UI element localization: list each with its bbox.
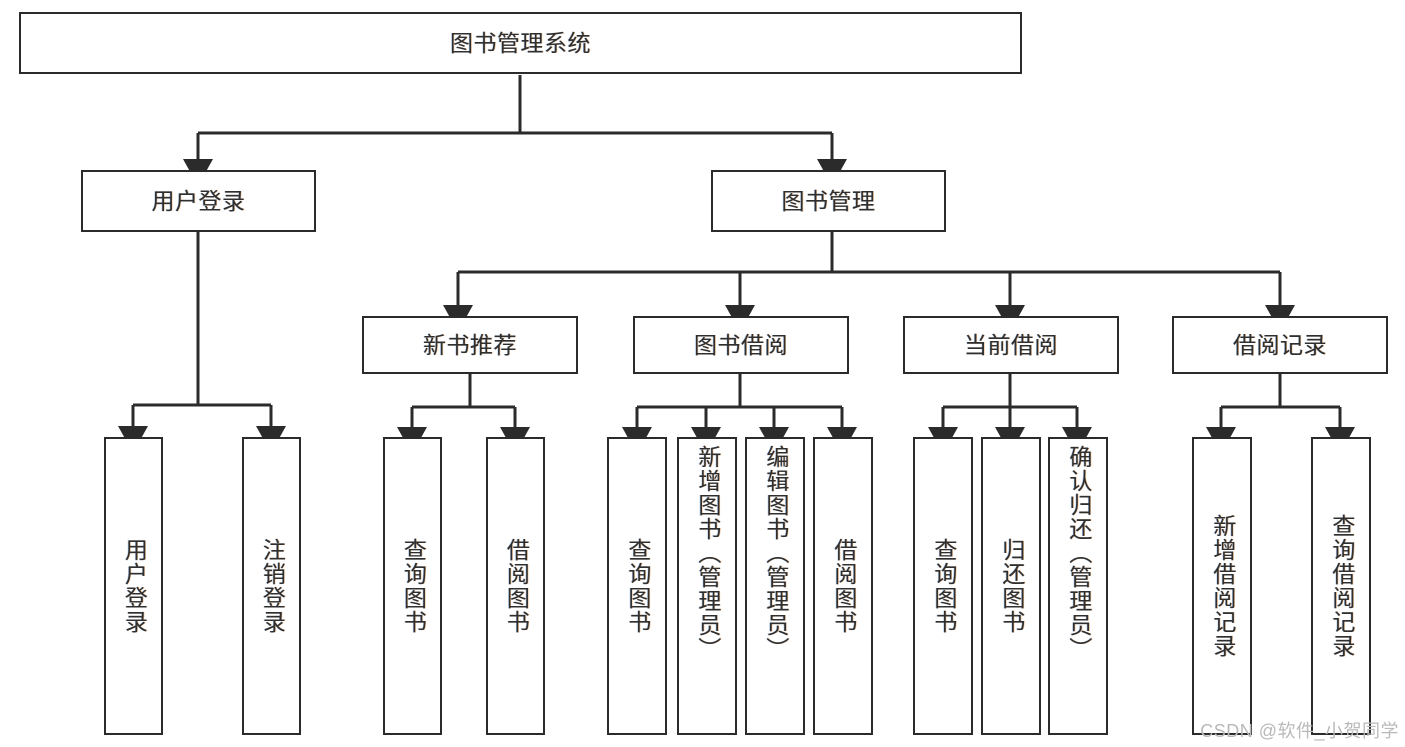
leaf-borrow-record-query-record[interactable]: 查询借阅记录 xyxy=(1311,437,1371,735)
node-current-borrow[interactable]: 当前借阅 xyxy=(903,316,1119,374)
node-label: 查询图书 xyxy=(624,538,651,634)
leaf-user-login-logout[interactable]: 注销登录 xyxy=(242,437,301,735)
leaf-current-borrow-confirm-return-admin[interactable]: 确认归还（管理员） xyxy=(1048,437,1108,735)
node-label: 借阅图书 xyxy=(830,538,857,634)
leaf-book-borrow-edit-book-admin[interactable]: 编辑图书（管理员） xyxy=(745,437,805,735)
node-label: 借阅记录 xyxy=(1233,331,1327,358)
node-label: 借阅图书 xyxy=(503,538,530,634)
node-label: 查询借阅记录 xyxy=(1328,514,1355,658)
node-book-borrow[interactable]: 图书借阅 xyxy=(633,316,849,374)
leaf-book-borrow-query-book[interactable]: 查询图书 xyxy=(607,437,667,735)
node-label: 新增图书（管理员） xyxy=(694,445,721,661)
node-label: 确认归还（管理员） xyxy=(1065,445,1092,661)
leaf-new-book-borrow-book[interactable]: 借阅图书 xyxy=(486,437,545,735)
node-user-login[interactable]: 用户登录 xyxy=(81,170,316,232)
node-label: 注销登录 xyxy=(259,538,286,634)
leaf-user-login-login[interactable]: 用户登录 xyxy=(104,437,163,735)
node-label: 新增借阅记录 xyxy=(1209,514,1236,658)
node-label: 用户登录 xyxy=(151,187,246,214)
leaf-new-book-query-book[interactable]: 查询图书 xyxy=(383,437,442,735)
node-new-book-recommend[interactable]: 新书推荐 xyxy=(362,316,578,374)
node-label: 查询图书 xyxy=(930,538,957,634)
node-borrow-record[interactable]: 借阅记录 xyxy=(1172,316,1388,374)
node-label: 归还图书 xyxy=(998,538,1025,634)
node-label: 图书管理 xyxy=(781,187,876,214)
leaf-current-borrow-return-book[interactable]: 归还图书 xyxy=(981,437,1041,735)
node-book-management[interactable]: 图书管理 xyxy=(711,170,946,232)
leaf-book-borrow-add-book-admin[interactable]: 新增图书（管理员） xyxy=(677,437,737,735)
leaf-current-borrow-query-book[interactable]: 查询图书 xyxy=(913,437,973,735)
node-label: 图书管理系统 xyxy=(450,29,591,56)
leaf-borrow-record-add-record[interactable]: 新增借阅记录 xyxy=(1192,437,1252,735)
node-label: 当前借阅 xyxy=(964,331,1058,358)
node-label: 编辑图书（管理员） xyxy=(762,445,789,661)
node-label: 查询图书 xyxy=(400,538,427,634)
node-label: 新书推荐 xyxy=(423,331,517,358)
leaf-book-borrow-borrow-book[interactable]: 借阅图书 xyxy=(813,437,873,735)
node-label: 用户登录 xyxy=(121,538,148,634)
node-root-book-management-system[interactable]: 图书管理系统 xyxy=(19,12,1022,74)
node-label: 图书借阅 xyxy=(694,331,788,358)
